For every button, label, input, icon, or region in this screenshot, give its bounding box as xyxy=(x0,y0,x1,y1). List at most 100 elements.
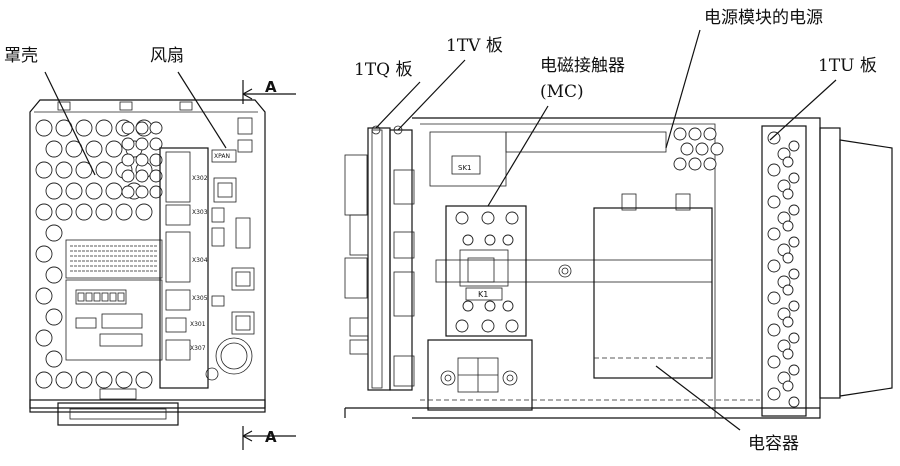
vent-hole xyxy=(65,182,83,200)
label-contactor-abbr: (MC) xyxy=(540,82,584,102)
label-psu: 电源模块的电源 xyxy=(704,8,823,28)
label-housing: 罩壳 xyxy=(4,46,38,66)
vent-hole xyxy=(95,371,113,389)
vent-hole xyxy=(149,153,163,167)
leader-lines xyxy=(44,29,837,431)
vent-hole xyxy=(135,185,149,199)
psu-hole xyxy=(680,142,694,156)
label-board-1tv: 1TV 板 xyxy=(446,36,503,56)
board-hole xyxy=(782,252,794,264)
psu-hole xyxy=(703,157,717,171)
board-hole xyxy=(782,316,794,328)
vent-hole xyxy=(75,371,93,389)
board-hole xyxy=(767,291,781,305)
board-hole xyxy=(788,204,800,216)
svg-text:X303: X303 xyxy=(192,209,208,216)
side-view: SK1 K1 xyxy=(344,117,893,419)
vent-hole xyxy=(55,371,73,389)
psu-hole xyxy=(710,142,724,156)
vent-hole xyxy=(45,266,63,284)
board-hole xyxy=(788,300,800,312)
vent-hole xyxy=(45,182,63,200)
vent-hole xyxy=(35,287,53,305)
psu-hole xyxy=(673,157,687,171)
vent-hole xyxy=(135,371,153,389)
vent-hole xyxy=(95,161,113,179)
vent-hole xyxy=(35,119,53,137)
vent-hole xyxy=(135,121,149,135)
vent-holes xyxy=(35,119,163,389)
label-panel-text xyxy=(70,245,158,272)
board-hole xyxy=(767,259,781,273)
board-hole xyxy=(782,284,794,296)
board-hole xyxy=(782,188,794,200)
vent-hole xyxy=(45,308,63,326)
vent-hole xyxy=(121,137,135,151)
section-marker-top: A xyxy=(265,78,277,96)
vent-hole xyxy=(135,153,149,167)
vent-hole xyxy=(35,245,53,263)
vent-hole xyxy=(45,224,63,242)
vent-hole xyxy=(105,182,123,200)
section-marker-bottom: A xyxy=(265,428,277,446)
vent-hole xyxy=(121,169,135,183)
label-contactor: 电磁接触器 xyxy=(540,56,625,76)
vent-hole xyxy=(55,161,73,179)
label-board-1tu: 1TU 板 xyxy=(818,56,877,76)
svg-text:SK1: SK1 xyxy=(458,164,472,172)
label-fan: 风扇 xyxy=(150,46,184,66)
vent-hole xyxy=(121,185,135,199)
vent-hole xyxy=(75,119,93,137)
vent-hole xyxy=(105,140,123,158)
vent-hole xyxy=(35,329,53,347)
vent-hole xyxy=(121,153,135,167)
vent-hole xyxy=(135,169,149,183)
psu-vent-holes xyxy=(673,127,724,171)
vent-hole xyxy=(149,185,163,199)
vent-hole xyxy=(121,121,135,135)
svg-text:K1: K1 xyxy=(478,290,488,299)
board-hole xyxy=(788,364,800,376)
board-1tu-holes xyxy=(767,131,800,408)
board-hole xyxy=(788,140,800,152)
vent-hole xyxy=(149,169,163,183)
vent-hole xyxy=(95,203,113,221)
board-hole xyxy=(767,227,781,241)
svg-text:X304: X304 xyxy=(192,257,208,264)
board-hole xyxy=(782,348,794,360)
vent-hole xyxy=(135,137,149,151)
label-capacitor: 电容器 xyxy=(748,434,799,454)
vent-hole xyxy=(115,203,133,221)
vent-hole xyxy=(149,137,163,151)
board-hole xyxy=(767,195,781,209)
vent-hole xyxy=(55,203,73,221)
psu-hole xyxy=(673,127,687,141)
svg-text:X307: X307 xyxy=(190,345,206,352)
vent-hole xyxy=(85,182,103,200)
board-hole xyxy=(767,323,781,337)
vent-hole xyxy=(35,371,53,389)
vent-hole xyxy=(95,119,113,137)
vent-hole xyxy=(115,371,133,389)
board-hole xyxy=(782,220,794,232)
board-hole xyxy=(788,332,800,344)
vent-hole xyxy=(35,161,53,179)
svg-text:XPAN: XPAN xyxy=(214,153,230,160)
psu-hole xyxy=(703,127,717,141)
board-hole xyxy=(788,236,800,248)
board-hole xyxy=(782,380,794,392)
board-hole xyxy=(767,163,781,177)
vent-hole xyxy=(75,203,93,221)
board-hole xyxy=(767,131,781,145)
svg-text:X302: X302 xyxy=(192,175,208,182)
vent-hole xyxy=(85,140,103,158)
front-view: X302 X303 X304 X305 X301 X307 XPAN xyxy=(29,80,296,450)
vent-hole xyxy=(35,203,53,221)
vent-hole xyxy=(45,140,63,158)
svg-text:X301: X301 xyxy=(190,321,206,328)
psu-hole xyxy=(688,127,702,141)
vent-hole xyxy=(135,203,153,221)
board-hole xyxy=(767,387,781,401)
